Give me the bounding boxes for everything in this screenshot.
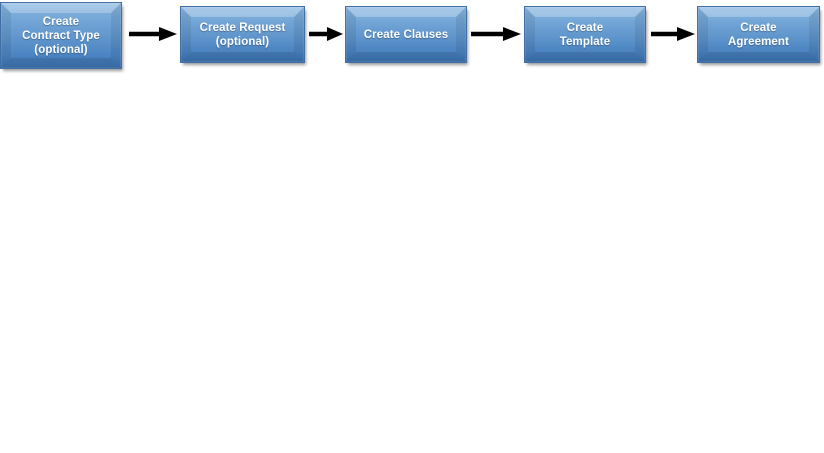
process-node-create-request[interactable]: Create Request (optional) bbox=[180, 6, 305, 63]
connector-arrow-1 bbox=[129, 26, 177, 42]
process-node-create-agreement[interactable]: Create Agreement bbox=[697, 6, 820, 63]
process-node-create-contract-type[interactable]: Create Contract Type (optional) bbox=[0, 2, 122, 69]
process-node-label: Create Request (optional) bbox=[199, 21, 286, 48]
process-node-label: Create Template bbox=[559, 21, 611, 48]
connector-arrow-3 bbox=[471, 26, 521, 42]
process-node-label: Create Contract Type (optional) bbox=[22, 15, 100, 56]
process-node-label: Create Clauses bbox=[363, 28, 449, 41]
process-node-create-clauses[interactable]: Create Clauses bbox=[345, 6, 467, 63]
connector-arrow-2 bbox=[309, 26, 343, 42]
connector-arrow-4 bbox=[651, 26, 695, 42]
process-node-label: Create Agreement bbox=[728, 21, 789, 48]
process-node-create-template[interactable]: Create Template bbox=[524, 6, 646, 63]
